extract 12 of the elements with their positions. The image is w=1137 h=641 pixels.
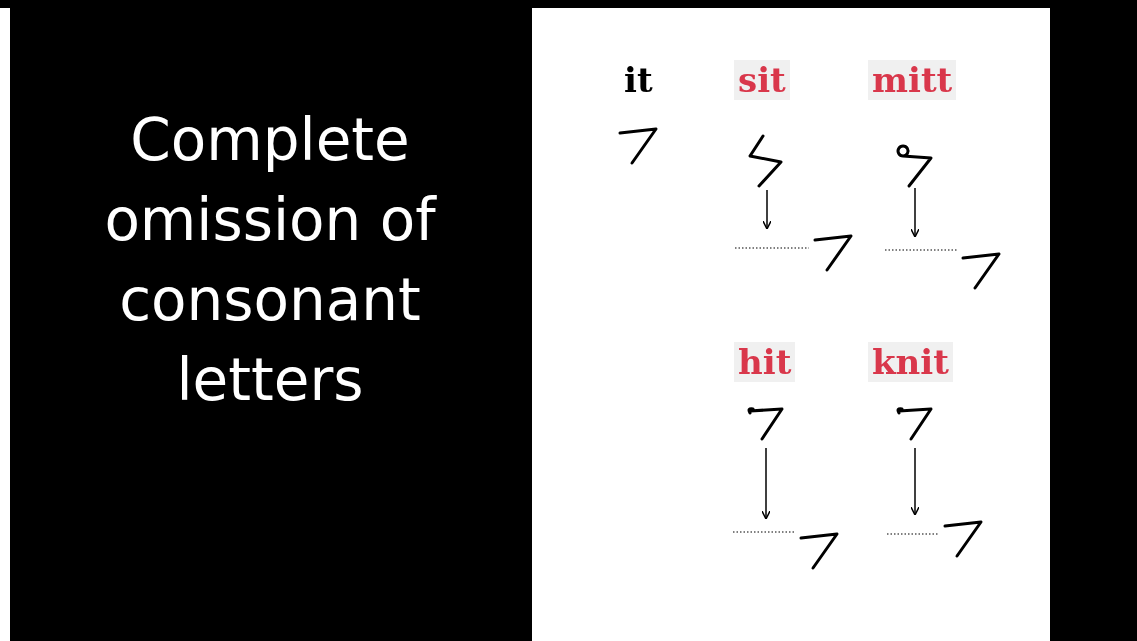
dotted-line-and-stroke-drawing <box>885 518 983 558</box>
example-word: sit <box>734 60 790 100</box>
arrow <box>910 447 920 516</box>
slide-title: Complete omission of consonant letters <box>103 105 438 416</box>
arrow <box>762 189 772 230</box>
example-word: knit <box>868 342 953 382</box>
example-word: it <box>623 60 654 100</box>
dotted-line-and-stroke-drawing <box>733 232 853 270</box>
example-word: mitt <box>868 60 957 100</box>
arrow <box>761 447 771 520</box>
example-word: hit <box>734 342 796 382</box>
arrow <box>910 187 920 238</box>
